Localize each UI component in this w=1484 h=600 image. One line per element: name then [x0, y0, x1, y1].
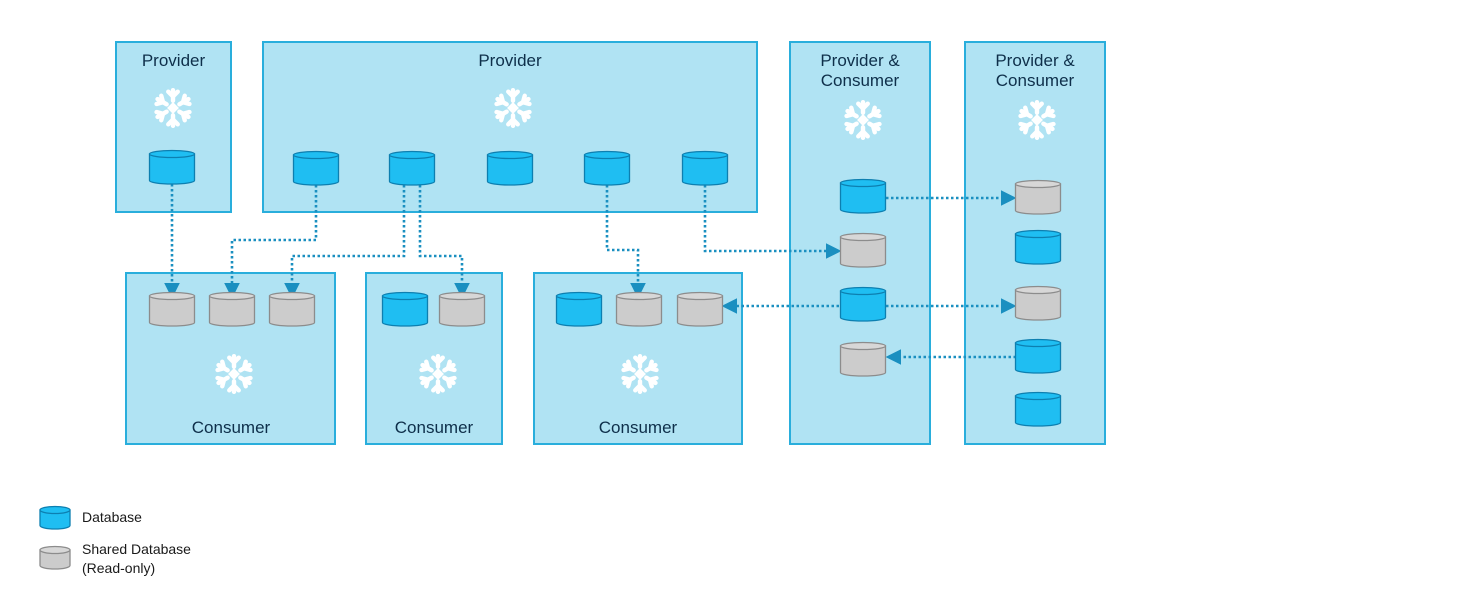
- database-icon: [681, 150, 729, 186]
- share-connector: [703, 185, 842, 259]
- database-icon: [1014, 338, 1062, 374]
- shared-database-icon: [39, 545, 71, 570]
- database-icon: [839, 178, 887, 214]
- shared-database-icon: [208, 291, 256, 327]
- legend: Database Shared Database (Read-only): [39, 505, 191, 576]
- database-icon: [486, 150, 534, 186]
- database-icon: [39, 505, 71, 530]
- shared-database-icon: [839, 341, 887, 377]
- shared-database-icon: [676, 291, 724, 327]
- shared-database-icon: [1014, 285, 1062, 321]
- share-connector: [284, 185, 406, 299]
- account-label: Provider &: [995, 51, 1075, 70]
- share-connector: [605, 185, 646, 299]
- shared-database-icon: [615, 291, 663, 327]
- database-icon: [388, 150, 436, 186]
- shared-database-icon: [148, 291, 196, 327]
- database-icon: [381, 291, 429, 327]
- legend-shared-database-icon: [39, 545, 71, 570]
- account-label: Provider: [478, 51, 542, 70]
- shared-database-icon: [438, 291, 486, 327]
- shared-database-icon: [839, 232, 887, 268]
- account-label: Consumer: [996, 71, 1075, 90]
- legend-shared-database-label-2: (Read-only): [82, 560, 155, 576]
- account-provider-2: Provider: [262, 41, 758, 213]
- legend-database-label: Database: [82, 509, 142, 525]
- share-connector: [418, 185, 470, 299]
- shared-database-icon: [268, 291, 316, 327]
- account-label: Consumer: [192, 418, 271, 437]
- account-label: Consumer: [599, 418, 678, 437]
- legend-shared-database-label: Shared Database: [82, 541, 191, 557]
- account-provider-1: Provider: [115, 41, 232, 213]
- database-icon: [1014, 391, 1062, 427]
- database-icon: [555, 291, 603, 327]
- account-label: Consumer: [821, 71, 900, 90]
- legend-database-icon: [39, 505, 71, 530]
- database-icon: [148, 149, 196, 185]
- account-label: Provider &: [820, 51, 900, 70]
- account-label: Consumer: [395, 418, 474, 437]
- database-icon: [292, 150, 340, 186]
- shared-database-icon: [1014, 179, 1062, 215]
- share-connector: [224, 185, 318, 299]
- databases: [148, 149, 1062, 427]
- account-label: Provider: [142, 51, 206, 70]
- database-icon: [1014, 229, 1062, 265]
- database-icon: [583, 150, 631, 186]
- share-connectors: [164, 184, 1017, 365]
- database-icon: [839, 286, 887, 322]
